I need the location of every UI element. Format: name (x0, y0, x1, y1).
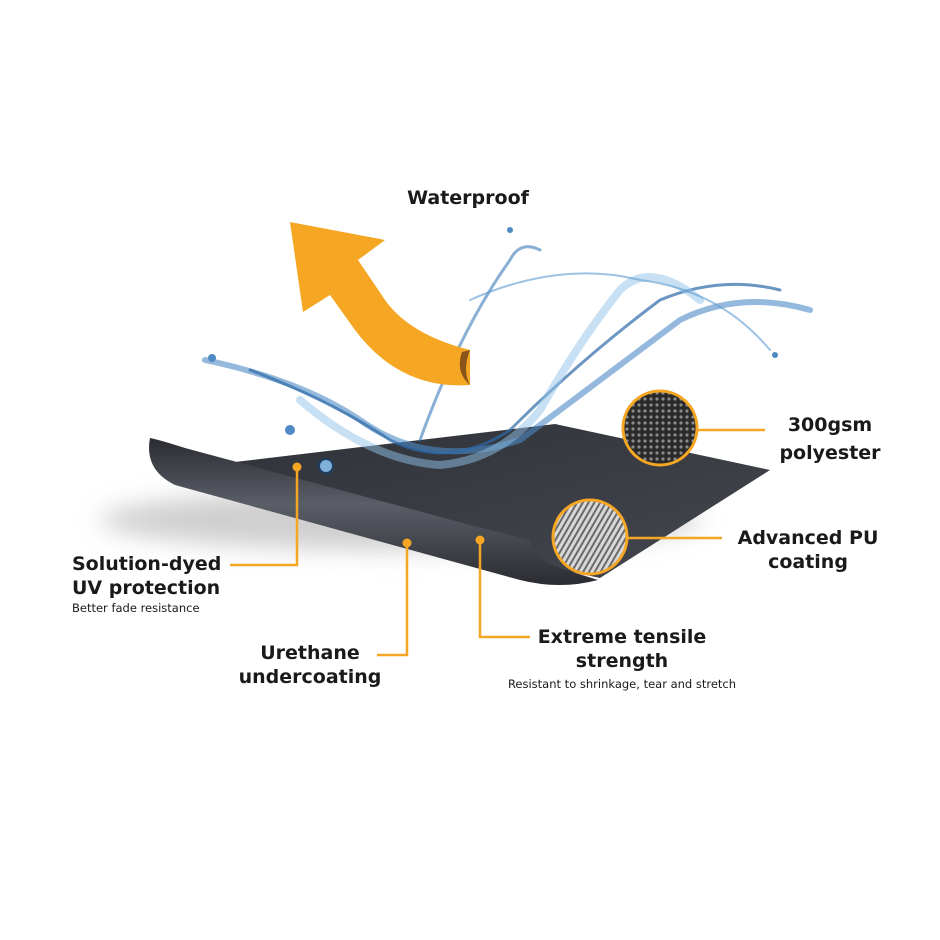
grommet-icon (318, 458, 334, 474)
pu-coating-detail (551, 498, 629, 576)
urethane-label-line2: undercoating (238, 666, 382, 688)
pu-label-line2: coating (768, 551, 848, 573)
polyester-detail (621, 389, 699, 467)
tensile-marker-dot (475, 535, 485, 545)
uv-label-sub: Better fade resistance (72, 601, 200, 615)
tarp-roll-edge (149, 438, 598, 585)
tensile-label-line2: strength (575, 650, 669, 672)
arrow-icon (290, 222, 470, 386)
pu-label-line1: Advanced PU (737, 527, 879, 549)
uv-label-line2: UV protection (72, 577, 221, 599)
polyester-label-line2: polyester (779, 442, 881, 464)
leader-lines (230, 428, 765, 657)
polyester-label-line1: 300gsm (787, 414, 873, 436)
urethane-marker-dot (402, 538, 412, 548)
uv-label-line1: Solution-dyed (72, 553, 222, 575)
tensile-label-line1: Extreme tensile (537, 626, 707, 648)
title-waterproof: Waterproof (407, 187, 529, 209)
urethane-label-line1: Urethane (260, 642, 360, 664)
tensile-label-sub: Resistant to shrinkage, tear and stretch (507, 677, 737, 691)
water-splash (202, 227, 813, 470)
uv-marker-dot (292, 462, 302, 472)
